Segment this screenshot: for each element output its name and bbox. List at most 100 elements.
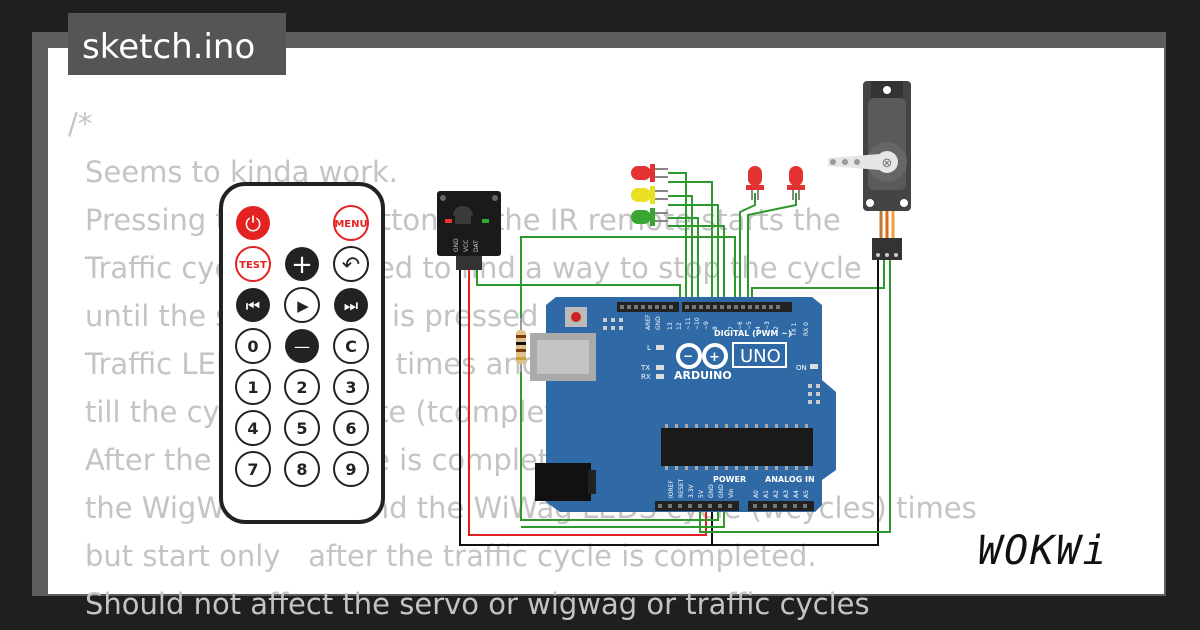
rx-led-label: RX [641,373,651,381]
pin-8-label: 8 [712,326,719,330]
pin-2-label: 2 [773,326,780,330]
arduino-uno-board[interactable]: AREF GND 13 12 ~11 ~10 ~9 8 7 ~6 ~5 4 ~3… [530,297,836,512]
wire-servo-vcc [699,258,891,533]
menu-label: MENU [334,219,367,230]
test-label: TEST [239,260,267,271]
digital-pwm-label: DIGITAL (PWM ~) [714,329,792,338]
tx-led-label: TX [640,364,650,372]
digit-6-button[interactable] [333,410,369,446]
pin-a1-label: A1 [763,490,770,498]
minus-button[interactable] [285,329,319,363]
svg-text:+: + [709,350,720,365]
plus-icon: + [291,250,313,280]
code-line: Should not affect the servo or wigwag or… [85,587,870,621]
pin-3-label: ~3 [764,321,771,330]
pin-4-label: 4 [755,326,762,330]
plus-button[interactable] [285,247,319,281]
prev-button[interactable] [236,288,270,322]
analog-in-label: ANALOG IN [765,475,815,484]
file-tab-title: sketch.ino [82,27,256,67]
test-button[interactable] [235,246,271,282]
arduino-infinity-logo [676,343,728,369]
led-yellow-traffic[interactable] [631,186,668,204]
pin-5-label: ~5 [746,321,753,330]
arduino-brand-label: ARDUINO [674,369,732,382]
pin-13-label: 13 [667,322,674,330]
digit-4-label: 4 [247,419,258,438]
power-header-label: POWER [713,475,746,484]
digit-5-button[interactable] [284,410,320,446]
c-button[interactable] [333,328,369,364]
wire-green-wigwag1 [739,193,756,308]
pin-gnd1-label: GND [708,484,715,498]
digit-8-label: 8 [296,460,307,479]
digit-2-button[interactable] [284,369,320,405]
minus-icon: — [294,337,310,356]
pin-7-label: 7 [728,326,735,330]
ir-pin-gnd: GND [453,238,460,252]
ir-receiver[interactable]: GND VCC DAT [437,191,501,270]
power-button[interactable] [236,206,270,240]
pin-12-label: 12 [676,322,683,330]
next-icon: ⏭ [344,296,358,315]
back-button[interactable] [333,246,369,282]
digit-7-label: 7 [247,460,258,479]
play-button[interactable] [284,287,320,323]
wire-green-led3 [668,217,699,308]
wire-green-wigwag2 [747,193,797,308]
digit-9-label: 9 [345,460,356,479]
pin-ioref-label: IOREF [668,480,675,498]
digit-8-button[interactable] [284,451,320,487]
wire-green-led6 [668,225,725,308]
traffic-leds [631,164,668,226]
digit-1-button[interactable] [235,369,271,405]
digit-3-button[interactable] [333,369,369,405]
uno-label: UNO [740,346,781,367]
digit-2-label: 2 [296,378,307,397]
c-label: C [345,337,357,356]
digit-7-button[interactable] [235,451,271,487]
wigwag-led-right[interactable] [787,166,805,200]
pin-a0-label: A0 [753,490,760,498]
wire-green-led2 [668,195,693,308]
pin-10-label: ~10 [694,317,701,330]
led-green-traffic[interactable] [631,208,668,226]
resistor[interactable] [516,318,526,372]
ir-pin-vcc: VCC [463,240,470,252]
servo-motor[interactable]: ⊗ [828,81,911,260]
menu-button[interactable] [333,205,369,241]
svg-text:−: − [683,349,693,363]
pin-gnd2-label: GND [718,484,725,498]
pin-6-label: ~6 [737,321,744,330]
led-red-traffic[interactable] [631,164,668,182]
ir-pin-dat: DAT [473,240,480,252]
digit-0-button[interactable] [235,328,271,364]
digit-3-label: 3 [345,378,356,397]
code-line: /* [68,107,93,141]
wokwi-logo[interactable]: WOKWi [978,528,1109,574]
ir-remote[interactable]: ⏻ MENU TEST + ↶ ⏮ ▶ ⏭ 0 — C 1 2 3 4 5 [219,182,385,524]
play-icon: ▶ [297,297,309,315]
digit-6-label: 6 [345,419,356,438]
pin-a3-label: A3 [783,490,790,498]
pin-11-label: ~11 [685,317,692,330]
pin-gnd-label: GND [655,316,662,330]
digit-9-button[interactable] [333,451,369,487]
wire-green-led5 [668,204,719,308]
wigwag-led-left[interactable] [746,166,764,200]
digit-1-label: 1 [247,378,258,397]
wire-green-resistor [520,236,736,320]
wire-red-vcc [468,270,707,536]
next-button[interactable] [334,288,368,322]
pin-9-label: ~9 [703,321,710,330]
pin-rx-label: RX 0 [803,322,810,336]
pin-tx-label: TX 1 [791,322,798,337]
digit-0-label: 0 [247,337,258,356]
pin-a4-label: A4 [793,490,800,498]
wire-servo-gnd [712,258,879,546]
digit-5-label: 5 [296,419,307,438]
digit-4-button[interactable] [235,410,271,446]
file-tab[interactable]: sketch.ino [68,13,286,75]
power-icon: ⏻ [245,212,261,236]
on-led-label: ON [796,364,807,372]
